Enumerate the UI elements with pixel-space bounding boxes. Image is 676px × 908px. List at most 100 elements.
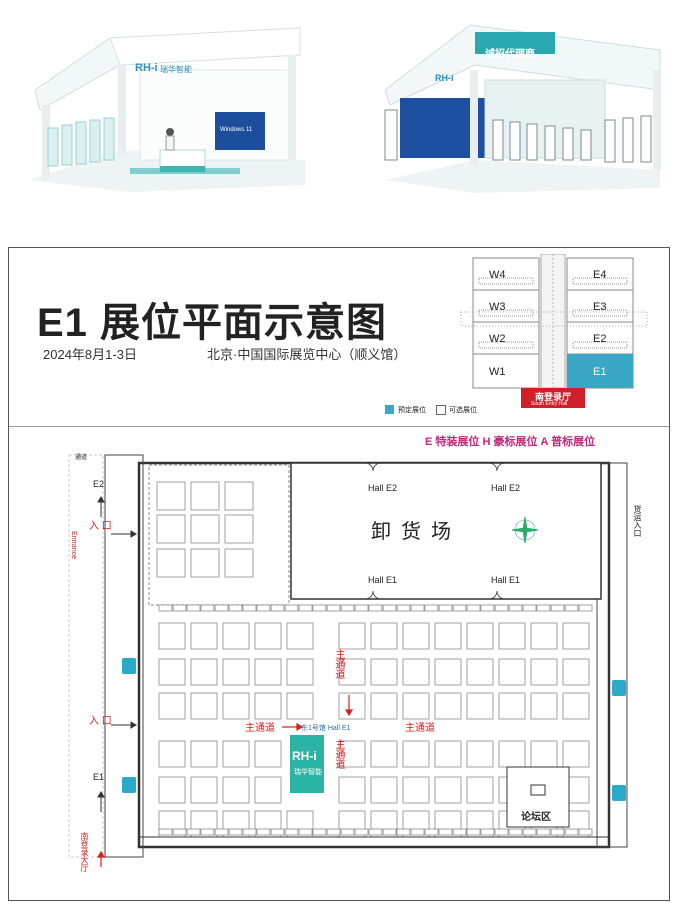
- booth-cell: [522, 828, 537, 836]
- booth-cell: [452, 828, 467, 836]
- booth-cell: [530, 740, 558, 768]
- booth-type-legend: E 特装展位 H 豪标展位 A 普标展位: [425, 436, 596, 448]
- booth-cell: [254, 776, 282, 804]
- booth-cell: [254, 692, 282, 720]
- booth-cell: [190, 692, 218, 720]
- left-e1-label: E1: [93, 772, 105, 782]
- booth-cell: [466, 740, 494, 768]
- booth-cell: [434, 740, 462, 768]
- booth-cell: [480, 828, 495, 836]
- booth-cell: [382, 828, 397, 836]
- booth-cell: [254, 622, 282, 650]
- booth-cell: [402, 692, 430, 720]
- render-left-screen-text: Windows 11: [220, 127, 253, 133]
- mini-e2: E2: [593, 333, 607, 345]
- render-right-banner: 诚招代理商: [485, 49, 535, 60]
- booth-cell: [242, 604, 257, 612]
- booth-cell: [158, 740, 186, 768]
- booth-cell: [222, 658, 250, 686]
- booth-cell: [156, 548, 186, 578]
- left-aisle-label: 通道: [75, 455, 88, 461]
- booth-cell: [410, 604, 425, 612]
- booth-cell: [498, 622, 526, 650]
- plan-venue: 北京·中国国际展览中心（顺义馆）: [207, 347, 407, 362]
- mini-w3: W3: [489, 301, 506, 313]
- booth-cell: [562, 692, 590, 720]
- booth-cell: [224, 481, 254, 511]
- booth-cell: [402, 658, 430, 686]
- hall-plan: E 特装展位 H 豪标展位 A 普标展位: [9, 427, 669, 900]
- booth-cell: [298, 828, 313, 836]
- booth-cell: [326, 828, 341, 836]
- booth-cell: [354, 604, 369, 612]
- booth-cell: [368, 604, 383, 612]
- booth-cell: [222, 692, 250, 720]
- loading-area-label: 卸货场: [371, 521, 461, 543]
- booth-cell: [242, 828, 257, 836]
- booth-cell: [424, 828, 439, 836]
- booth-cell: [338, 692, 366, 720]
- booth-cell: [190, 481, 220, 511]
- mini-e4: E4: [593, 269, 607, 281]
- render-left-brand: RH-i: [135, 62, 158, 74]
- booth-cell: [354, 828, 369, 836]
- booth-render-left: RH-i 瑞华智能 Windows 11: [20, 10, 310, 195]
- booth-cell: [536, 828, 551, 836]
- booth-cell: [522, 604, 537, 612]
- booth-cell: [172, 828, 187, 836]
- booth-cell: [498, 658, 526, 686]
- booth-cell: [186, 828, 201, 836]
- booth-cell: [222, 622, 250, 650]
- booth-cell: [340, 604, 355, 612]
- booth-cell: [434, 622, 462, 650]
- mini-w1: W1: [489, 366, 506, 378]
- booth-cell: [222, 740, 250, 768]
- booth-cell: [270, 828, 285, 836]
- booth-cell: [254, 658, 282, 686]
- booth-cell: [434, 692, 462, 720]
- booth-cell: [228, 828, 243, 836]
- legend-booked-swatch: [385, 405, 394, 414]
- booth-cell: [222, 776, 250, 804]
- booth-cell: [256, 604, 271, 612]
- booth-cell: [466, 658, 494, 686]
- mini-entry-label: 南登录厅: [535, 392, 572, 402]
- booth-cell: [438, 604, 453, 612]
- booth-render-right: 诚招代理商 RH-i: [375, 10, 665, 195]
- mini-hall-map: W4 W3 W2 W1 E4 E3 E2 E1 南登录厅 South Entry…: [457, 254, 667, 422]
- booth-cell: [508, 828, 523, 836]
- booth-cell: [562, 622, 590, 650]
- booth-cell: [434, 658, 462, 686]
- legend-optional-label: 可选展位: [449, 407, 477, 414]
- render-left-brand-cn: 瑞华智能: [160, 65, 192, 74]
- booth-cell: [424, 604, 439, 612]
- floor-plan: E1 展位平面示意图 2024年8月1-3日 北京·中国国际展览中心（顺义馆）: [8, 247, 670, 901]
- booth-cell: [224, 514, 254, 544]
- booth-cell: [466, 604, 481, 612]
- booth-cell: [396, 604, 411, 612]
- main-aisle-vertical-top: 主通道: [333, 649, 344, 679]
- render-right-brand: RH-i: [435, 73, 454, 83]
- booth-cell: [286, 658, 314, 686]
- booth-cell: [158, 828, 173, 836]
- legend-optional-swatch: [436, 405, 446, 415]
- booth-cell: [158, 604, 173, 612]
- mini-entry-sub: South Entry Hall: [531, 401, 568, 407]
- booth-cell: [156, 481, 186, 511]
- booth-cell: [370, 740, 398, 768]
- booth-cell: [338, 740, 366, 768]
- south-entry-cn: 南登录大厅: [80, 832, 89, 872]
- mini-e1: E1: [593, 366, 607, 378]
- booth-cell: [452, 604, 467, 612]
- mini-w2: W2: [489, 333, 506, 345]
- booth-cell: [370, 622, 398, 650]
- booth-cell: [466, 776, 494, 804]
- left-entrance-top-cn: 入 口: [89, 521, 112, 532]
- booth-cell: [338, 776, 366, 804]
- booth-cell: [370, 776, 398, 804]
- booth-cell: [536, 604, 551, 612]
- mini-w4: W4: [489, 269, 506, 281]
- booth-cell: [256, 828, 271, 836]
- booth-cell: [530, 692, 558, 720]
- booth-cell: [564, 604, 579, 612]
